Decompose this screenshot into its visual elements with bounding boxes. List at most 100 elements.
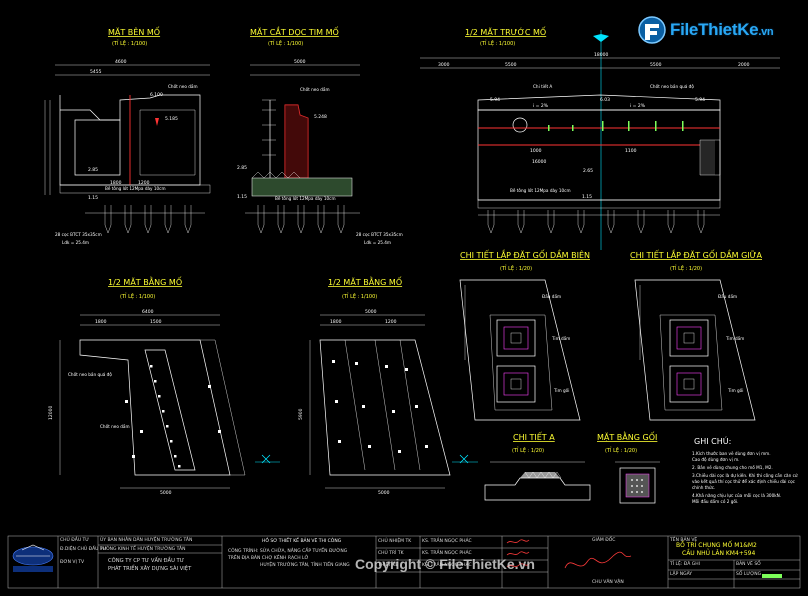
tb-date-label: LẬP NGÀY <box>670 572 693 577</box>
elev-285: 2.85 <box>88 167 98 173</box>
tb-owner: ỦY BAN NHÂN DÂN HUYỆN TRƯỜNG TÂN <box>100 538 193 543</box>
view-long-section: MẶT CẮT DỌC TIM MỐ (TỈ LỆ : 1/100) 5000 … <box>237 25 403 245</box>
view-long-section-title: MẶT CẮT DỌC TIM MỐ <box>250 25 339 38</box>
view-plan-half-1-scale: (TỈ LỆ : 1/100) <box>120 292 155 300</box>
elev-6100: 6.100 <box>150 92 163 98</box>
view-detail-a-title: CHI TIẾT A <box>513 431 555 442</box>
tb-chief: KS. TRẦN NGỌC PHÁC <box>422 539 472 544</box>
dim-5000-a: 5000 <box>294 59 306 65</box>
note-line-8: Mỗi đầu dầm có 2 gối. <box>692 499 738 504</box>
dim-5400: 5000 <box>160 490 172 496</box>
lbl-piles-2: 28 cọc BTCT 35x35cm <box>356 232 403 237</box>
tb-director-label: GIÁM ĐỐC <box>592 538 616 543</box>
dim-4600: 4600 <box>115 59 127 65</box>
lbl-ballast-2: Chốt neo dầm <box>300 87 330 92</box>
dim-6400: 6400 <box>142 309 154 315</box>
tb-draw-label: THIẾT KẾ <box>378 563 399 568</box>
note-line-3: 2. Bản vẽ dùng chung cho mố M1, M2. <box>692 465 773 470</box>
company-emblem <box>12 544 54 572</box>
view-side-elevation: MẶT BÊN MỐ (TỈ LỆ : 1/100) 4600 5455 6.1… <box>44 25 211 245</box>
elev-115-a: 1.15 <box>88 195 98 201</box>
view-front-half-title: 1/2 MẶT TRƯỚC MỐ <box>465 25 546 38</box>
axis-marker-1 <box>261 454 271 464</box>
elev-5185: 5.185 <box>165 116 178 122</box>
lbl-bearing-center-2: Tim gối <box>727 388 743 393</box>
title-block-frame <box>7 535 801 589</box>
lbl-note-end-1: Chốt neo bản quá độ <box>650 84 694 89</box>
lbl-piles-1: 28 cọc BTCT 35x35cm <box>55 232 102 237</box>
note-line-5: vào kết quả thí cọc thử để xác định chiề… <box>692 479 796 484</box>
lbl-slope-1: i = 2% <box>533 103 549 109</box>
lbl-beam-end-2: Đầu dầm <box>718 294 737 299</box>
dim-5900: 5900 <box>298 408 304 420</box>
tb-project-3: HUYỆN TRƯỜNG TÂN, TỈNH TIỀN GIANG <box>260 563 350 568</box>
tb-rep: PHÒNG KINH TẾ HUYỆN TRƯỜNG TÂN <box>100 547 186 552</box>
notes-heading: GHI CHÚ: <box>694 435 731 446</box>
view-plan-half-1: 1/2 MẶT BẰNG MỐ (TỈ LỆ : 1/100) 6400 180… <box>48 275 280 496</box>
view-bearing-mid: CHI TIẾT LẮP ĐẶT GỐI DẦM GIỮA (TỈ LỆ : 1… <box>630 248 763 421</box>
note-line-2: Cao độ dùng đơn vị m. <box>692 457 739 462</box>
note-line-6: chính thức. <box>692 485 715 490</box>
dim-16000: 16000 <box>532 159 546 165</box>
view-bearing-mid-scale: (TỈ LỆ : 1/20) <box>670 264 702 272</box>
tb-count-label: SỐ LƯỢNG <box>736 572 762 577</box>
view-long-section-scale: (TỈ LỆ : 1/100) <box>268 39 303 47</box>
lbl-concrete-1: Bê tông lót 12Mpa dày 10cm <box>105 186 166 191</box>
lbl-pilelen-2: Ldk = 25.4m <box>364 240 391 245</box>
center-axis-marker <box>593 34 609 42</box>
tb-sheet-label: TÊN BẢN VẼ <box>670 538 698 543</box>
tb-draw: KS. TRẦN NGỌC PHÁC <box>422 563 472 568</box>
lbl-detail-a: Chi tiết A <box>533 84 552 89</box>
note-line-1: 1.Kích thước ban vẽ dùng đơn vị mm. <box>692 451 771 456</box>
tb-chief-label: CHỦ NHIỆM TK <box>378 539 412 544</box>
lbl-bearing-center-1: Tim gối <box>553 388 569 393</box>
elev-603: 6.03 <box>600 97 610 103</box>
lbl-note-end-2: Chốt neo bản quá độ <box>68 372 112 377</box>
view-front-half-scale: (TỈ LỆ : 1/100) <box>480 39 515 47</box>
logo-icon <box>638 16 666 44</box>
view-bearing-edge-scale: (TỈ LỆ : 1/20) <box>500 264 532 272</box>
elev-115-c: 1.15 <box>582 194 592 200</box>
lbl-concrete-3: Bê tông lót 12Mpa dày 10cm <box>510 188 571 193</box>
dim-3000: 3000 <box>438 62 450 68</box>
view-bearing-mid-title: CHI TIẾT LẮP ĐẶT GỐI DẦM GIỮA <box>630 248 763 261</box>
tb-project-1: CÔNG TRÌNH: SỬA CHỮA, NÂNG CẤP TUYẾN ĐƯỜ… <box>228 549 348 554</box>
view-plan-half-2: 1/2 MẶT BẰNG MỐ (TỈ LỆ : 1/100) 5000 180… <box>298 275 478 496</box>
elev-265: 2.65 <box>583 168 593 174</box>
lbl-beam-center-1: Tim dầm <box>551 336 570 341</box>
tb-project-2: TRÊN ĐỊA BÀN CHỢ KÊNH RẠCH LỞ <box>228 556 309 561</box>
elev-115-b: 1.15 <box>237 194 247 200</box>
tb-sheet-2: CẦU NHỦ LÂN KM4+594 <box>682 550 756 557</box>
lbl-pilelen-1: Ldk = 25.4m <box>62 240 89 245</box>
dim-1200-b: 1200 <box>385 319 397 325</box>
tb-design-2: PHÁT TRIỂN XÂY DỰNG SÀI VIỆT <box>108 566 192 572</box>
note-line-7: 4.Khả năng chịu lực của mỗi cọc là 300kN… <box>692 493 781 498</box>
dim-5500-a: 5500 <box>505 62 517 68</box>
dim-12000: 12000 <box>48 406 54 420</box>
dim-1100: 1100 <box>625 148 637 154</box>
dim-1000-a: 1000 <box>530 148 542 154</box>
signature-marks <box>506 539 632 569</box>
view-side-elevation-title: MẶT BÊN MỐ <box>108 25 160 38</box>
tb-sheet-1: BỐ TRÍ CHUNG MỐ M1&M2 <box>676 542 757 549</box>
logo-name: FileThietKe <box>670 20 759 39</box>
filethietke-logo: FileThietKe.vn <box>636 14 786 46</box>
lbl-slope-2: i = 2% <box>630 103 646 109</box>
dim-1800-c: 1800 <box>330 319 342 325</box>
tb-design-label: ĐƠN VỊ TV <box>60 560 85 565</box>
elev-5248: 5.248 <box>314 114 327 120</box>
view-side-elevation-scale: (TỈ LỆ : 1/100) <box>112 39 147 47</box>
logo-suffix: .vn <box>758 26 774 38</box>
dim-5000-b: 5000 <box>365 309 377 315</box>
tb-director: CHU VĂN VẬN <box>592 580 624 585</box>
note-line-4: 3.Chiều dài cọc là dự kiến. Khi thi công… <box>692 473 798 478</box>
tb-no-label: BẢN VẼ SỐ <box>736 562 761 567</box>
dim-1800-b: 1800 <box>95 319 107 325</box>
notes-block: GHI CHÚ: 1.Kích thước ban vẽ dùng đơn vị… <box>692 435 798 504</box>
dim-1200-a: 1200 <box>138 180 150 186</box>
dim-1800-a: 1800 <box>110 180 122 186</box>
axis-marker-2 <box>459 454 469 464</box>
dim-2000: 2000 <box>738 62 750 68</box>
lbl-beam-end-1: Đầu dầm <box>542 294 561 299</box>
